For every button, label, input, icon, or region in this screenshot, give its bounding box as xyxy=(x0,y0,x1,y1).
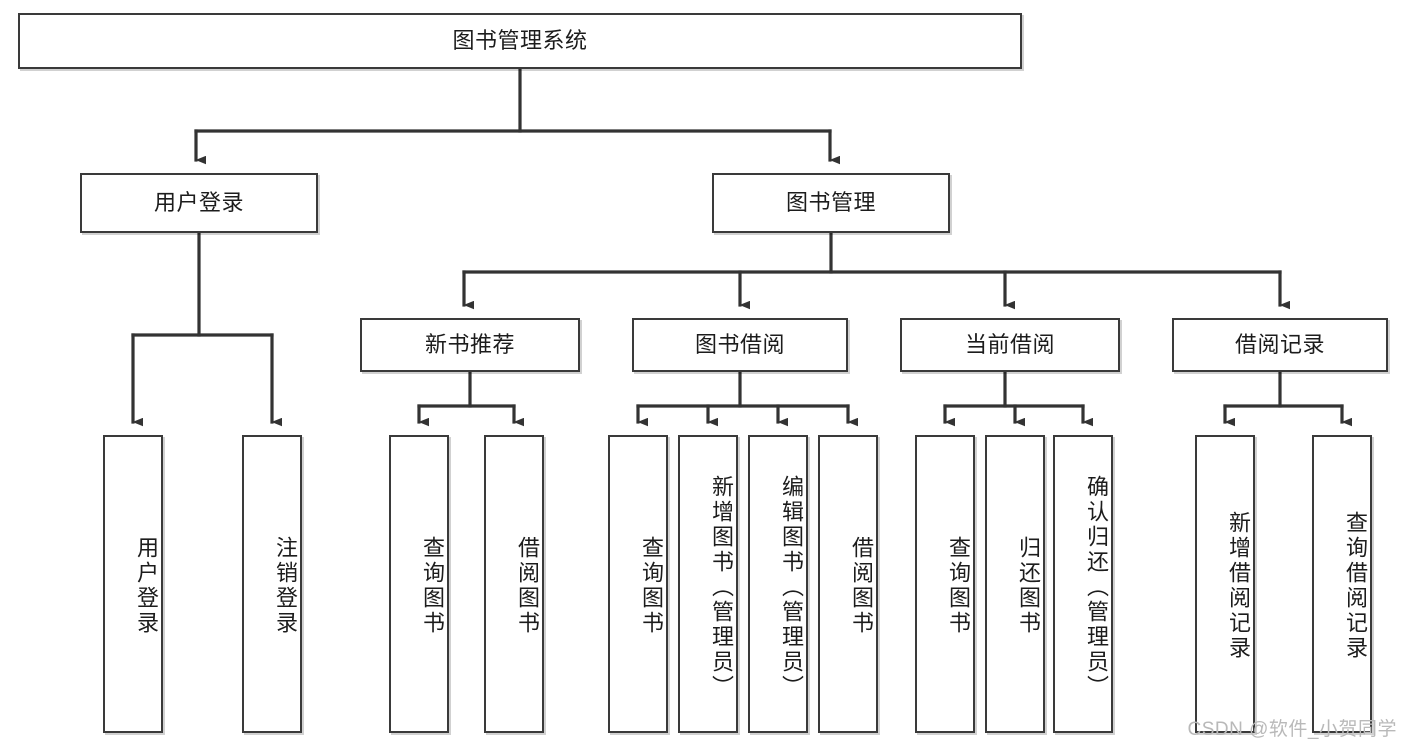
leaf-node-borrow-books[interactable]: 借阅图书 xyxy=(818,435,878,733)
leaf-node-logout[interactable]: 注销登录 xyxy=(242,435,302,733)
node-current-borrowing[interactable]: 当前借阅 xyxy=(900,318,1120,372)
leaf-node-user-login[interactable]: 用户登录 xyxy=(103,435,163,733)
leaf-node-edit-book-admin[interactable]: 编辑图书（管理员） xyxy=(748,435,808,733)
leaf-node-query-books-current[interactable]: 查询图书 xyxy=(915,435,975,733)
leaf-node-query-books-new[interactable]: 查询图书 xyxy=(389,435,449,733)
leaf-node-borrow-books-new[interactable]: 借阅图书 xyxy=(484,435,544,733)
leaf-node-return-books[interactable]: 归还图书 xyxy=(985,435,1045,733)
leaf-node-add-borrow-record[interactable]: 新增借阅记录 xyxy=(1195,435,1255,733)
leaf-node-query-books-borrow[interactable]: 查询图书 xyxy=(608,435,668,733)
node-book-borrowing[interactable]: 图书借阅 xyxy=(632,318,848,372)
node-borrowing-records[interactable]: 借阅记录 xyxy=(1172,318,1388,372)
csdn-watermark: CSDN @软件_小贺同学 xyxy=(1187,719,1397,740)
node-user-login[interactable]: 用户登录 xyxy=(80,173,318,233)
leaf-node-query-borrow-record[interactable]: 查询借阅记录 xyxy=(1312,435,1372,733)
node-book-management[interactable]: 图书管理 xyxy=(712,173,950,233)
leaf-node-add-book-admin[interactable]: 新增图书（管理员） xyxy=(678,435,738,733)
node-root-system[interactable]: 图书管理系统 xyxy=(18,13,1022,69)
leaf-node-confirm-return-admin[interactable]: 确认归还（管理员） xyxy=(1053,435,1113,733)
node-new-book-recommendation[interactable]: 新书推荐 xyxy=(360,318,580,372)
